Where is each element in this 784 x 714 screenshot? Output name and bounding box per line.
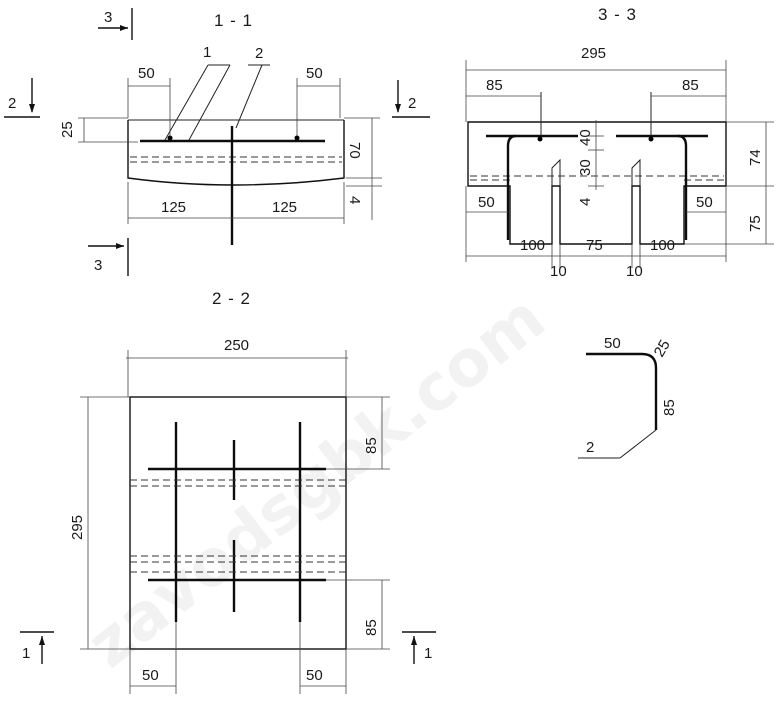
- bar-detail-leg-side: 85: [661, 399, 678, 416]
- cut-1-left-label: 1: [22, 645, 30, 662]
- dim-3-3-d40: 40: [577, 129, 594, 146]
- section-3-3-title: 3 - 3: [598, 5, 637, 24]
- dim-1-1-bottom: 4: [346, 196, 363, 204]
- cut-marker-2-left: 2: [4, 78, 40, 118]
- dim-2-2-right-offset: 50: [306, 667, 323, 684]
- dim-1-1-height: 70: [346, 142, 363, 159]
- dim-3-3-d10-right: 10: [626, 263, 643, 280]
- bar-detail-mark: 2: [586, 439, 594, 456]
- dim-2-2-width: 250: [224, 337, 249, 354]
- cut-marker-3-bottom: 3: [88, 238, 129, 276]
- dim-3-3-d50-right: 50: [696, 194, 713, 211]
- cut-3-top-label: 3: [104, 9, 112, 26]
- dim-3-3-total-width: 295: [581, 45, 606, 62]
- cut-2-right-label: 2: [408, 95, 416, 112]
- dim-2-2-left-offset: 50: [142, 667, 159, 684]
- dim-3-3-d4: 4: [577, 198, 594, 206]
- dim-3-3-d100-right: 100: [650, 237, 675, 254]
- section-1-1-title: 1 - 1: [214, 11, 253, 30]
- dim-2-2-height: 295: [69, 515, 86, 540]
- dim-1-1-right-edge: 50: [306, 65, 323, 82]
- dim-3-3-d75: 75: [747, 215, 764, 232]
- section-3-3: 3 - 3 295 85 85 40 30 4: [465, 5, 774, 280]
- cut-1-right-label: 1: [424, 645, 432, 662]
- dim-1-1-left-edge: 50: [138, 65, 155, 82]
- section-1-1: 1 - 1 3 3 2 2: [4, 8, 430, 276]
- dim-3-3-d100-left: 100: [520, 237, 545, 254]
- dim-3-3-d74: 74: [747, 149, 764, 166]
- bar-detail-2: 2 50 25 85: [578, 335, 678, 459]
- cut-marker-3-top: 3: [98, 8, 133, 40]
- section-2-2: 2 - 2 1 1 250: [20, 289, 436, 694]
- dim-2-2-bottom-offset: 85: [363, 619, 380, 636]
- dim-1-1-left-half: 125: [161, 199, 186, 216]
- dim-3-3-d50-left: 50: [478, 194, 495, 211]
- dim-1-1-top-cover: 25: [59, 121, 76, 138]
- cut-marker-1-left: 1: [20, 631, 54, 664]
- leader-1-label: 1: [203, 44, 211, 61]
- cut-2-left-label: 2: [8, 95, 16, 112]
- bar-detail-radius: 25: [651, 337, 674, 360]
- dim-3-3-d75-mid: 75: [586, 237, 603, 254]
- dim-3-3-d30: 30: [577, 159, 594, 176]
- cut-marker-2-right: 2: [392, 80, 430, 118]
- dim-2-2-top-offset: 85: [363, 437, 380, 454]
- section-2-2-title: 2 - 2: [212, 289, 251, 308]
- dim-3-3-left-edge: 85: [486, 77, 503, 94]
- watermark: zavodsgbk.com: [74, 281, 559, 682]
- bar-detail-leg-top: 50: [604, 335, 621, 352]
- dim-3-3-right-edge: 85: [682, 77, 699, 94]
- cut-marker-1-right: 1: [402, 631, 436, 664]
- leader-2-label: 2: [255, 45, 263, 62]
- cut-3-bottom-label: 3: [94, 257, 102, 274]
- dim-1-1-right-half: 125: [272, 199, 297, 216]
- dim-3-3-d10-left: 10: [550, 263, 567, 280]
